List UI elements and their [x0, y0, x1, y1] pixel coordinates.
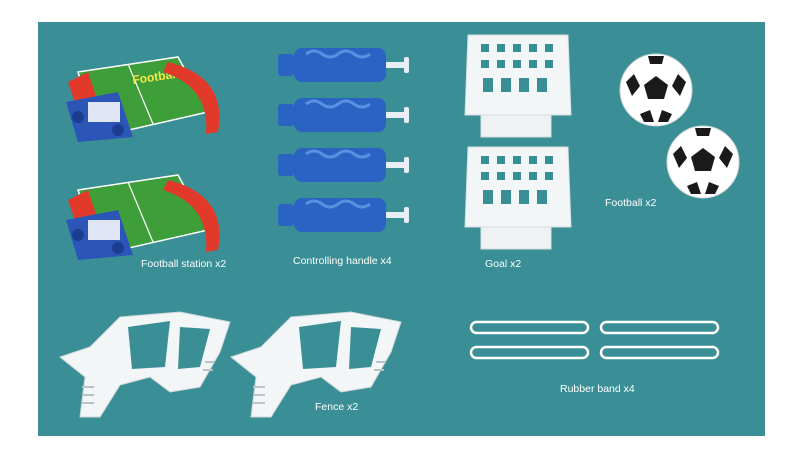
football-ball-image-2: [665, 124, 741, 200]
football-station-image-2: [58, 160, 248, 260]
football-station-label: Football station x2: [141, 258, 227, 270]
football-station-image-1: Football: [58, 42, 248, 142]
goal-label: Goal x2: [485, 258, 522, 270]
fence-image-1: [58, 307, 231, 418]
goal-image-2: [463, 142, 573, 252]
football-ball-image-1: [618, 52, 694, 128]
goal-image-1: [463, 30, 573, 140]
football-label: Football x2: [605, 197, 657, 209]
controlling-handles-image: [278, 44, 418, 244]
fence-image-2: [229, 307, 402, 418]
product-parts-panel: Football Football station x2: [38, 22, 765, 436]
fence-label: Fence x2: [315, 401, 359, 413]
rubber-bands-image: [468, 319, 723, 364]
controlling-handle-label: Controlling handle x4: [293, 255, 392, 267]
rubber-band-label: Rubber band x4: [560, 383, 635, 395]
